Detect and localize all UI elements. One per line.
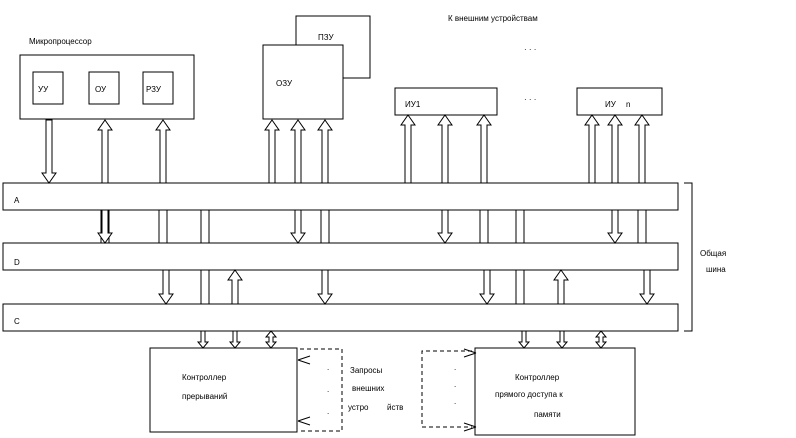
dma-bus-c-up-arrow [553, 269, 569, 305]
dma-controller-box [474, 347, 636, 436]
intr-link-3 [264, 330, 278, 349]
dma-controller-label-2: прямого доступа к [495, 390, 563, 399]
ozu-box [262, 44, 344, 120]
common-bus-label-2: шина [706, 265, 726, 274]
common-bus-label-1: Общая [700, 249, 726, 258]
requests-label-1: Запросы [350, 366, 383, 375]
uu-label: УУ [38, 85, 49, 94]
iun-label-prefix: ИУ [605, 100, 617, 109]
iu1-bus-a-arrow [400, 114, 416, 184]
dma-requests-bracket [421, 350, 472, 428]
ozu-bus-c-arrow-bottom [317, 269, 333, 305]
bus-a-label: A [14, 196, 20, 205]
dma-request-arrow-head-2 [463, 422, 477, 432]
microprocessor-label: Микропроцессор [29, 37, 92, 46]
ou-bus-d-arrow-top [97, 119, 113, 184]
pzu-label: ПЗУ [318, 33, 334, 42]
iu1-box [394, 87, 498, 116]
dma-link-1 [517, 330, 531, 349]
ozu-bus-c-arrow-top [317, 119, 333, 184]
ozu-bus-d-arrow-bottom [290, 209, 306, 244]
dma-request-arrow-head-1 [463, 348, 477, 358]
iu1-label: ИУ1 [405, 100, 421, 109]
ozu-bus-a-arrow [264, 119, 280, 184]
iu1-bus-c-arrow-top [476, 114, 492, 184]
dma-link-3 [594, 330, 608, 349]
iun-box [576, 87, 663, 116]
interrupt-controller-box [149, 347, 298, 433]
common-bus-bracket [684, 182, 693, 332]
intr-link-2 [228, 330, 242, 349]
dma-requests-dot-2: . [454, 380, 456, 389]
dma-link-2 [555, 330, 569, 349]
request-arrow-head-1 [297, 355, 311, 365]
interrupt-controller-label-2: прерываний [182, 392, 227, 401]
connectors-group [41, 114, 655, 432]
rzu-box [142, 71, 174, 105]
iun-bus-c-arrow-bottom [639, 269, 655, 305]
iu1-bus-c-arrow-bottom [479, 269, 495, 305]
rzu-bus-c-arrow-bottom [158, 269, 174, 305]
to-external-devices-label: К внешним устройствам [448, 14, 538, 23]
iun-bus-d-arrow-bottom [607, 209, 623, 244]
bus-a [2, 182, 679, 211]
interrupt-controller-label-1: Контроллер [182, 373, 227, 382]
bus-c-label: C [14, 317, 20, 326]
iun-label-suffix: n [626, 100, 630, 109]
ou-box [88, 71, 120, 105]
rzu-bus-c-arrow-top [155, 119, 171, 184]
iu1-bus-d-arrow-bottom [437, 209, 453, 244]
bus-d-label: D [14, 258, 20, 267]
intr-link-1 [196, 330, 210, 349]
interrupt-requests-dot-2: . [327, 385, 329, 394]
requests-label-3a: устро [348, 403, 369, 412]
dma-requests-dot-3: . [454, 397, 456, 406]
ozu-label: ОЗУ [276, 79, 293, 88]
rzu-label: РЗУ [146, 85, 162, 94]
dma-controller-label-1: Контроллер [515, 373, 560, 382]
ou-bus-d-arrow-bottom [97, 209, 113, 244]
bus-d [2, 242, 679, 271]
iun-bus-d-arrow-top [607, 114, 623, 184]
microprocessor-box [19, 54, 195, 120]
iu1-bus-d-arrow-top [437, 114, 453, 184]
iun-bus-c-arrow-top [634, 114, 650, 184]
dma-requests-dot-1: . [454, 363, 456, 372]
requests-label-2: внешних [352, 384, 384, 393]
dots-middle: · · · [524, 95, 536, 104]
requests-label-3b: йств [387, 403, 403, 412]
dma-controller-label-3: памяти [534, 410, 561, 419]
uu-box [32, 71, 64, 105]
dots-top: · · · [524, 45, 536, 54]
ou-label: ОУ [95, 85, 107, 94]
interrupt-requests-dot-3: . [327, 407, 329, 416]
uu-to-bus-a-arrow [41, 119, 57, 184]
interrupt-requests-bracket [300, 348, 343, 432]
bus-c [2, 303, 679, 332]
intr-bus-c-up-arrow [227, 269, 243, 305]
interrupt-requests-dot-1: . [327, 363, 329, 372]
request-arrow-head-2 [297, 416, 311, 426]
iun-bus-a-arrow [584, 114, 600, 184]
ozu-bus-d-arrow-top [290, 119, 306, 184]
